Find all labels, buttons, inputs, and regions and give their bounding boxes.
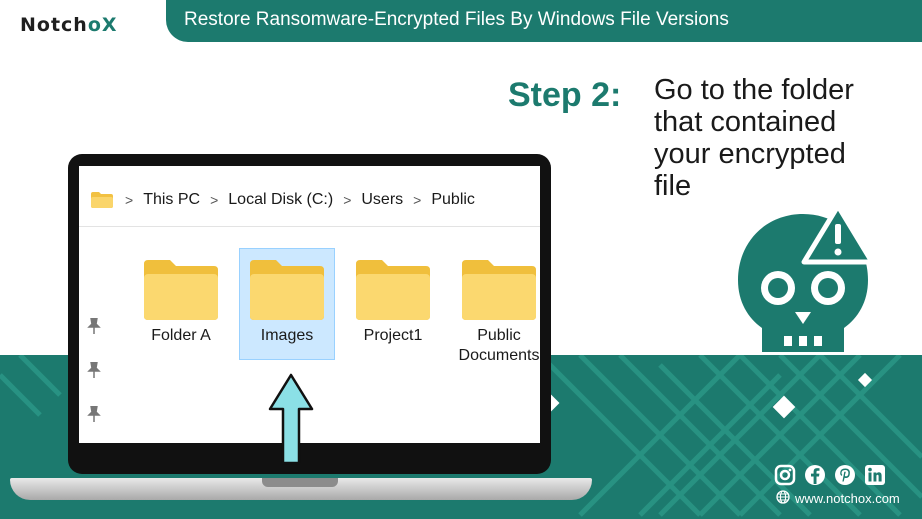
- file-explorer-window: > This PC > Local Disk (C:) > Users > Pu…: [79, 166, 540, 443]
- chevron-right-icon: >: [125, 192, 134, 208]
- pin-icon[interactable]: [87, 361, 101, 378]
- social-links: [774, 464, 886, 486]
- notchox-logo: NotchoX: [20, 14, 118, 36]
- page-title: Restore Ransomware-Encrypted Files By Wi…: [184, 9, 729, 30]
- breadcrumb-public[interactable]: Public: [431, 191, 475, 208]
- title-bar: [166, 0, 922, 42]
- folder-icon: [91, 192, 113, 208]
- folder-item-folder-a[interactable]: Folder A: [137, 260, 225, 346]
- folder-icon: [250, 260, 324, 320]
- breadcrumb-this-pc[interactable]: This PC: [143, 191, 201, 208]
- folder-item-images[interactable]: Images: [243, 260, 331, 346]
- folder-item-project1[interactable]: Project1: [349, 260, 437, 346]
- chevron-right-icon: >: [413, 192, 422, 208]
- laptop-notch: [262, 478, 338, 487]
- breadcrumb-users[interactable]: Users: [361, 191, 404, 208]
- instagram-icon[interactable]: [774, 464, 796, 486]
- skull-warning-icon: [728, 200, 878, 373]
- website-link[interactable]: www.notchox.com: [776, 490, 900, 507]
- pin-icon[interactable]: [87, 405, 101, 422]
- facebook-icon[interactable]: [804, 464, 826, 486]
- breadcrumb-local-disk[interactable]: Local Disk (C:): [228, 191, 334, 208]
- pin-icon[interactable]: [87, 317, 101, 334]
- chevron-right-icon: >: [210, 192, 219, 208]
- divider: [79, 226, 540, 227]
- linkedin-icon[interactable]: [864, 464, 886, 486]
- folder-icon: [462, 260, 536, 320]
- up-arrow-icon: [268, 373, 314, 470]
- pinterest-icon[interactable]: [834, 464, 856, 486]
- folder-icon: [356, 260, 430, 320]
- step-description: Go to the folder that contained your enc…: [654, 74, 854, 202]
- globe-icon: [776, 490, 790, 507]
- chevron-right-icon: >: [343, 192, 352, 208]
- step-label: Step 2:: [508, 76, 622, 114]
- breadcrumb[interactable]: > This PC > Local Disk (C:) > Users > Pu…: [91, 188, 475, 212]
- laptop-base: [10, 478, 592, 500]
- folder-icon: [144, 260, 218, 320]
